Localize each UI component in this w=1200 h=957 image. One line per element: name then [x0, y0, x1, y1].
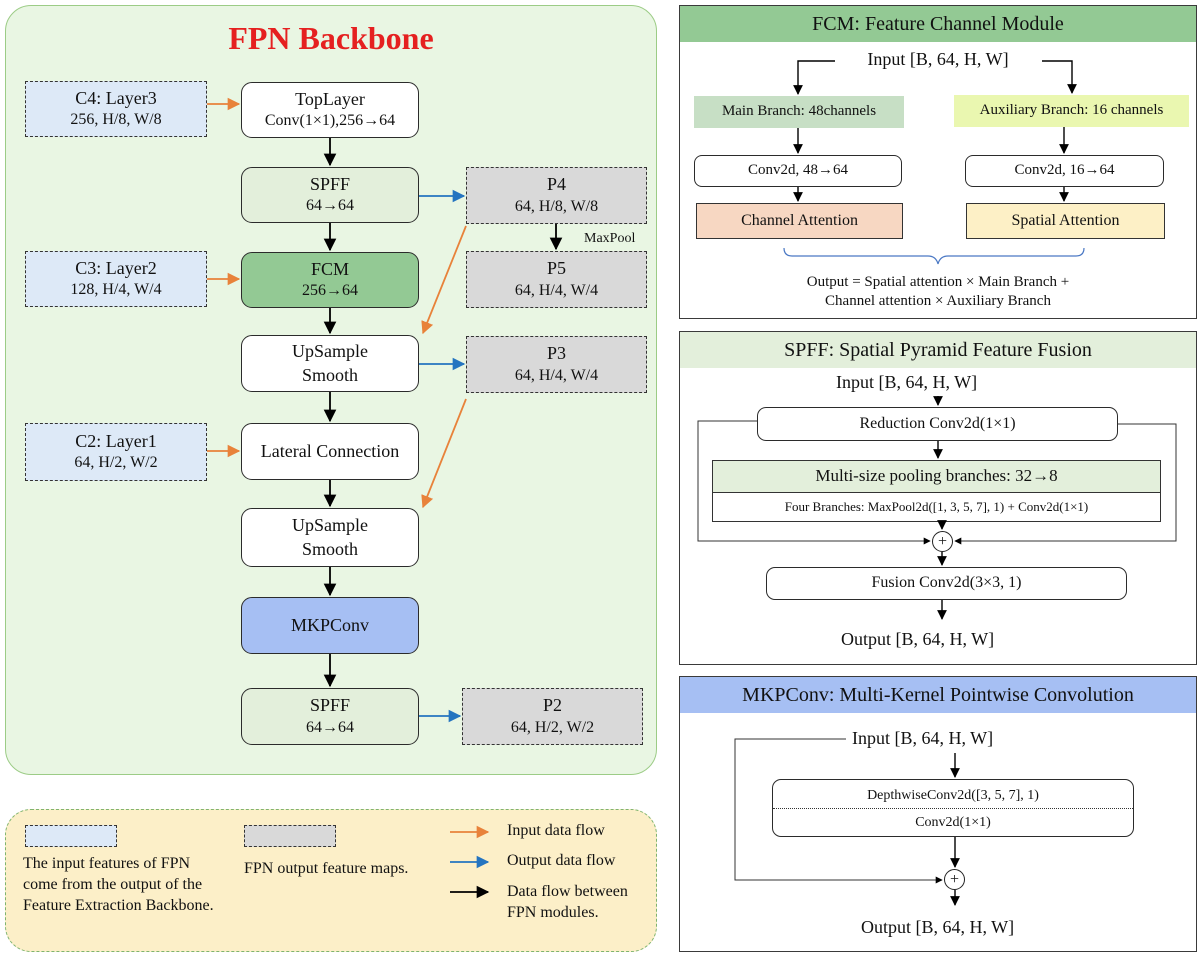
upsample2-line2: Smooth [301, 538, 358, 559]
c2-input-node: C2: Layer1 64, H/2, W/2 [25, 423, 207, 481]
spff-reduction-conv: Reduction Conv2d(1×1) [757, 407, 1118, 441]
p5-name: P5 [546, 258, 566, 279]
lateral-name: Lateral Connection [260, 440, 400, 461]
fcm-aux-conv: Conv2d, 16→64 [965, 155, 1164, 187]
maxpool-label: MaxPool [584, 231, 636, 246]
c4-input-node: C4: Layer3 256, H/8, W/8 [25, 81, 207, 137]
fcm-main-conv: Conv2d, 48→64 [694, 155, 902, 187]
fcm-aux-branch-label: Auxiliary Branch: 16 channels [954, 95, 1189, 127]
c3-input-node: C3: Layer2 128, H/4, W/4 [25, 251, 207, 307]
p3-dims: 64, H/4, W/4 [514, 366, 599, 384]
upsample2-line1: UpSample [292, 515, 368, 536]
c2-name: C2: Layer1 [75, 430, 157, 451]
fcm-node: FCM 256→64 [241, 252, 419, 308]
spff-top-name: SPFF [309, 173, 351, 194]
mkpconv-name: MKPConv [290, 614, 370, 635]
c4-name: C4: Layer3 [75, 87, 157, 108]
spff-sum-node: + [932, 531, 953, 552]
fcm-panel-title: FCM: Feature Channel Module [680, 6, 1196, 42]
lateral-connection-node: Lateral Connection [241, 423, 419, 480]
fcm-name: FCM [310, 258, 350, 279]
fcm-panel-input: Input [B, 64, H, W] [867, 49, 1009, 69]
toplayer-name: TopLayer [295, 88, 365, 109]
mkp-panel-input: Input [B, 64, H, W] [852, 728, 994, 748]
legend-input-desc: The input features of FPN come from the … [23, 855, 214, 914]
mkp-skip-connection [734, 738, 943, 884]
c3-dims: 128, H/4, W/4 [70, 281, 162, 299]
spff-bottom-detail: 64→64 [306, 718, 354, 736]
spff-pooling-branches: Multi-size pooling branches: 32→8 [712, 460, 1161, 493]
fcm-spatial-attention: Spatial Attention [966, 203, 1165, 239]
fcm-input-to-aux [1042, 60, 1077, 94]
p4-name: P4 [546, 174, 566, 195]
spff-bottom-name: SPFF [309, 695, 351, 716]
upsample1-line1: UpSample [292, 341, 368, 362]
upsample-node-1: UpSample Smooth [241, 335, 419, 392]
toplayer-detail: Conv(1×1),256→64 [264, 112, 396, 130]
mkp-panel-output: Output [B, 64, H, W] [861, 917, 1015, 937]
c2-dims: 64, H/2, W/2 [74, 454, 158, 472]
legend-input-swatch [25, 825, 117, 847]
mkp-pointwise-conv: Conv2d(1×1) [915, 815, 991, 830]
spff-skip-left [697, 420, 931, 545]
p2-name: P2 [542, 695, 562, 716]
fcm-output-line1: Output = Spatial attention × Main Branch… [806, 274, 1070, 290]
arrow-p4-upsample [421, 225, 467, 335]
legend-output-flow-label: Output data flow [507, 852, 616, 869]
fcm-input-to-main [793, 60, 835, 95]
fcm-output-line2: Channel attention × Auxiliary Branch [825, 293, 1051, 309]
fcm-merge-brace [783, 247, 1085, 265]
p2-output-node: P2 64, H/2, W/2 [462, 688, 643, 745]
p3-name: P3 [546, 343, 566, 364]
legend-input-flow-label: Input data flow [507, 822, 605, 839]
p2-dims: 64, H/2, W/2 [510, 718, 595, 736]
p5-dims: 64, H/4, W/4 [514, 281, 599, 299]
fcm-channel-attention: Channel Attention [696, 203, 903, 239]
mkp-sum-node: + [944, 869, 965, 890]
fcm-main-branch-label: Main Branch: 48channels [694, 96, 904, 128]
legend-output-desc: FPN output feature maps. [244, 860, 409, 877]
p3-output-node: P3 64, H/4, W/4 [466, 336, 647, 393]
legend-module-flow-label: Data flow between FPN modules. [507, 883, 628, 921]
spff-skip-right [954, 423, 1177, 545]
upsample-node-2: UpSample Smooth [241, 508, 419, 567]
toplayer-node: TopLayer Conv(1×1),256→64 [241, 82, 419, 138]
p4-output-node: P4 64, H/8, W/8 [466, 167, 647, 224]
spff-fusion-conv: Fusion Conv2d(3×3, 1) [766, 567, 1127, 600]
arrow-p3-upsample [421, 398, 467, 509]
upsample1-line2: Smooth [301, 364, 358, 385]
mkp-depthwise-conv: DepthwiseConv2d([3, 5, 7], 1) [867, 788, 1039, 803]
fpn-title: FPN Backbone [228, 20, 434, 56]
spff-four-branches: Four Branches: MaxPool2d([1, 3, 5, 7], 1… [712, 492, 1161, 522]
spff-top-detail: 64→64 [306, 197, 354, 215]
mkpconv-node: MKPConv [241, 597, 419, 654]
spff-panel-input: Input [B, 64, H, W] [836, 372, 978, 392]
p4-dims: 64, H/8, W/8 [514, 197, 599, 215]
c3-name: C3: Layer2 [75, 257, 157, 278]
fcm-detail: 256→64 [302, 282, 358, 300]
c4-dims: 256, H/8, W/8 [70, 111, 162, 129]
spff-node-top: SPFF 64→64 [241, 167, 419, 223]
spff-panel-output: Output [B, 64, H, W] [841, 629, 995, 649]
spff-node-bottom: SPFF 64→64 [241, 688, 419, 745]
mkp-stack-divider [773, 808, 1133, 809]
spff-panel-title: SPFF: Spatial Pyramid Feature Fusion [680, 332, 1196, 368]
mkp-panel-title: MKPConv: Multi-Kernel Pointwise Convolut… [680, 677, 1196, 713]
legend-output-swatch [244, 825, 336, 847]
p5-output-node: P5 64, H/4, W/4 [466, 251, 647, 308]
